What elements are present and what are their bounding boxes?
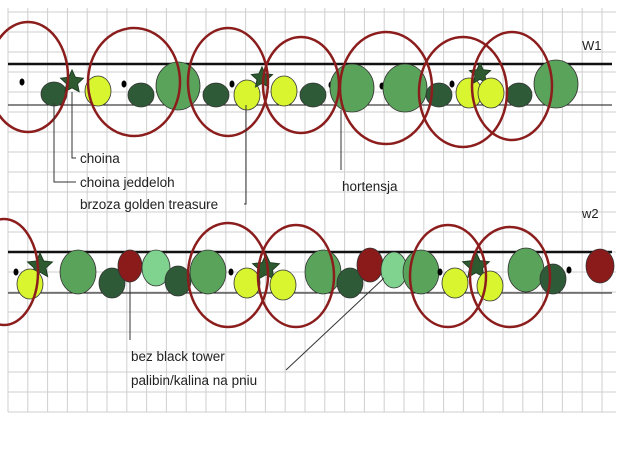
label-choina: choina — [80, 151, 120, 166]
star-icon — [468, 61, 492, 84]
circle-outline-icon — [408, 223, 488, 329]
plant-choina-jeddeloh — [127, 82, 155, 108]
plant-hortensja — [59, 249, 97, 295]
label-palibin-kalina: palibin/kalina na pniu — [131, 373, 257, 388]
circle-outline-icon — [186, 26, 270, 138]
plant-choina-jeddeloh — [505, 82, 533, 108]
label-brzoza-golden-treasure: brzoza golden treasure — [80, 197, 218, 212]
plant-hortensja — [402, 249, 440, 295]
row-w2-plants — [13, 247, 615, 302]
plant-hortensja — [533, 59, 579, 109]
background-grid — [7, 8, 616, 413]
plant-choina-jeddeloh — [539, 263, 567, 295]
plant-brzoza — [270, 75, 298, 107]
plant-brzoza — [233, 79, 261, 111]
label-choina-jeddeloh: choina jeddeloh — [80, 175, 175, 190]
row-w1-plants — [19, 59, 579, 113]
row-w2-label: w2 — [581, 206, 599, 221]
circle-outline-icon — [86, 26, 182, 138]
dot-icon — [121, 80, 127, 88]
plant-brzoza — [84, 75, 112, 107]
row-w1-leaders — [53, 92, 342, 205]
dot-icon — [437, 268, 443, 276]
plant-choina-jeddeloh — [202, 82, 230, 108]
circle-outline-icon — [417, 35, 509, 149]
leader-choina — [71, 92, 76, 159]
plant-choina-jeddeloh — [299, 82, 327, 108]
plant-brzoza — [476, 270, 504, 302]
row-w1: W1 — [0, 20, 612, 149]
dot-icon — [228, 268, 234, 276]
row-w1-circles — [0, 20, 554, 149]
star-icon — [251, 252, 281, 281]
circle-outline-icon — [0, 217, 40, 327]
row-w2-leaders — [129, 277, 385, 371]
plant-bez — [356, 247, 384, 283]
plant-kalina — [141, 249, 171, 287]
label-bez-black-tower: bez black tower — [131, 349, 225, 364]
plant-choina-jeddeloh — [336, 267, 364, 299]
leader-brzoza — [244, 105, 247, 205]
plant-brzoza — [477, 77, 505, 109]
plant-hortensja — [189, 249, 227, 295]
circle-outline-icon — [468, 225, 552, 329]
plant-brzoza — [233, 267, 261, 299]
plant-choina-jeddeloh — [98, 267, 126, 299]
circle-outline-icon — [0, 20, 70, 134]
plant-brzoza — [269, 269, 297, 301]
circle-outline-icon — [338, 30, 434, 146]
circle-outline-icon — [256, 223, 336, 329]
plant-hortensja — [507, 247, 545, 293]
leader-choina-jeddeloh — [53, 103, 76, 183]
dot-icon — [19, 78, 25, 86]
dot-icon — [449, 80, 455, 88]
plant-bez — [117, 249, 143, 283]
leader-palibin-kalina — [285, 277, 385, 371]
label-hortensja: hortensja — [342, 179, 398, 194]
circle-outline-icon — [470, 30, 554, 142]
dot-icon — [566, 266, 572, 274]
row-w1-label: W1 — [582, 38, 602, 53]
dot-icon — [229, 80, 235, 88]
dot-icon — [13, 268, 19, 276]
row-w2: w2 — [0, 206, 615, 329]
circle-outline-icon — [186, 221, 270, 329]
plant-hortensja — [382, 63, 428, 113]
plant-bez — [585, 248, 615, 284]
row-w2-circles — [0, 217, 552, 329]
plant-brzoza — [441, 267, 469, 299]
plant-hortensja — [304, 249, 342, 295]
plant-choina-jeddeloh — [164, 265, 192, 297]
